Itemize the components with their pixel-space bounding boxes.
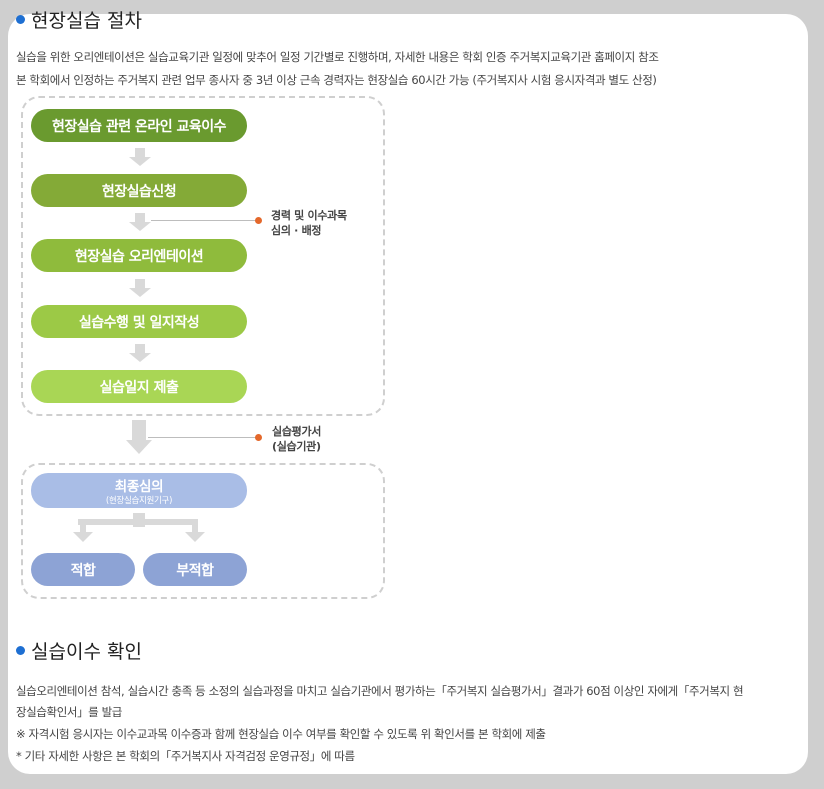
section2-note-exam: ※ 자격시험 응시자는 이수교과목 이수증과 함께 현장실습 이수 여부를 확인… [16,727,546,741]
step-journal-submission: 실습일지 제출 [31,370,247,403]
step-practice-journal: 실습수행 및 일지작성 [31,305,247,338]
final-review-title: 최종심의 [114,479,164,495]
down-arrow-icon [185,532,205,542]
process-group-box [21,96,385,416]
section2-title-text: 실습이수 확인 [31,641,142,663]
note-review-assignment: 경력 및 이수과목 심의 · 배정 [271,208,347,238]
bullet-dot-icon [16,15,25,24]
big-arrow-shaft [132,420,146,440]
section2-paragraph-1: 실습오리엔테이션 참석, 실습시간 충족 등 소정의 실습과정을 마치고 실습기… [16,684,744,698]
note2-line2: (실습기관) [272,440,321,453]
step-final-review: 최종심의 (현장실습지원기구) [31,473,247,508]
connector-line [151,220,257,221]
section-title-practice-procedure: 현장실습 절차 [16,6,142,33]
section2-paragraph-2: 장실습확인서」를 발급 [16,705,122,719]
branch-connector-right [192,519,198,533]
down-arrow-icon [73,532,93,542]
down-arrow-icon [129,344,151,362]
step-orientation: 현장실습 오리엔테이션 [31,239,247,272]
branch-connector-left [80,519,86,533]
big-down-arrow-icon [126,440,152,454]
result-fail: 부적합 [143,553,247,586]
section1-title-text: 현장실습 절차 [31,10,142,32]
down-arrow-icon [129,148,151,166]
section1-paragraph-2: 본 학회에서 인정하는 주거복지 관련 업무 종사자 중 3년 이상 근속 경력… [16,73,657,87]
final-review-group-box [21,463,385,599]
note-dot-icon [255,434,262,441]
note-evaluation-form: 실습평가서 (실습기관) [272,424,321,454]
bullet-dot-icon [16,646,25,655]
note1-line1: 경력 및 이수과목 [271,209,347,222]
note-dot-icon [255,217,262,224]
down-arrow-icon [129,213,151,231]
result-pass: 적합 [31,553,135,586]
section-title-completion-check: 실습이수 확인 [16,637,142,664]
section2-note-regulation: * 기타 자세한 사항은 본 학회의「주거복지사 자격검정 운영규정」에 따름 [16,749,355,763]
step-application: 현장실습신청 [31,174,247,207]
branch-connector-bar [78,519,198,525]
final-review-subtitle: (현장실습지원기구) [105,496,173,506]
note1-line2: 심의 · 배정 [271,224,322,237]
connector-line [148,437,257,438]
down-arrow-icon [129,279,151,297]
section1-paragraph-1: 실습을 위한 오리엔테이션은 실습교육기관 일정에 맞추어 일정 기간별로 진행… [16,50,659,64]
note2-line1: 실습평가서 [272,425,322,438]
step-online-education: 현장실습 관련 온라인 교육이수 [31,109,247,142]
